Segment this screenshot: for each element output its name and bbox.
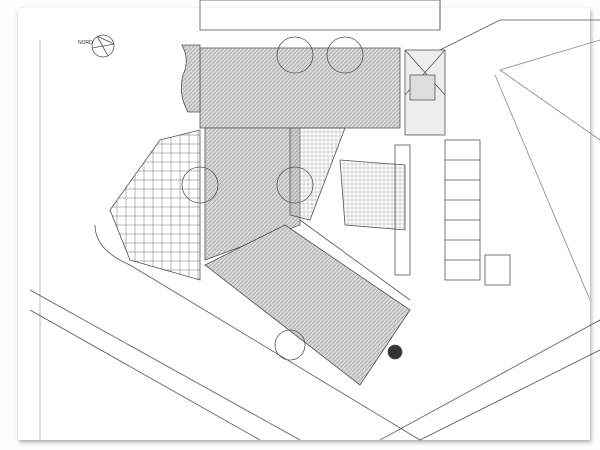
neighbor-building-top [199,0,441,31]
plaza-grid [339,159,406,231]
retaining-wall [180,44,201,113]
building-south [204,224,411,386]
building-north [199,47,401,129]
building-central [204,127,301,261]
courtyard-grid [109,129,201,281]
north-arrow-icon [91,34,115,58]
north-label: NORD [78,40,93,46]
